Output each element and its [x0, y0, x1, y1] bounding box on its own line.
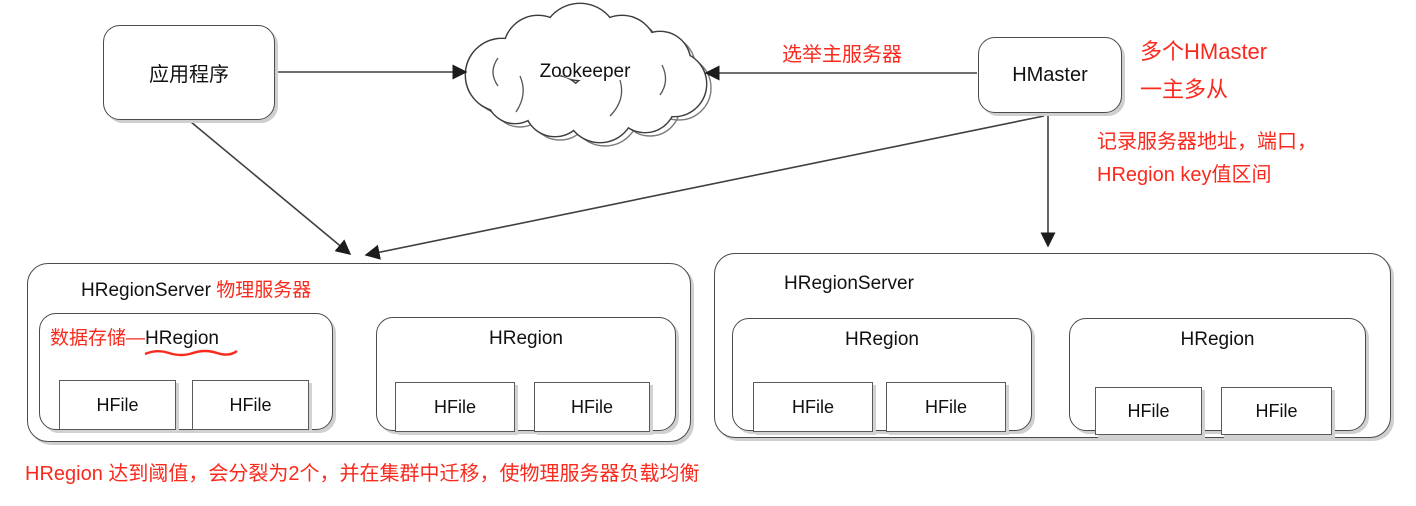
hregion-1-prefix: 数据存储— — [50, 328, 146, 349]
hregionserver-2-label: HRegionServer — [784, 273, 914, 294]
hfile-box: HFile — [534, 382, 650, 432]
hfile-label: HFile — [924, 396, 967, 417]
hfile-box: HFile — [1095, 387, 1202, 435]
hregionserver-2: HRegionServer HRegion HFile HFile HRegio… — [714, 253, 1391, 438]
hfile-box: HFile — [192, 380, 309, 430]
hregion-2: HRegion HFile HFile — [376, 317, 676, 432]
hregion-3-label: HRegion — [845, 329, 919, 350]
hregionserver-1-title: HRegionServer 物理服务器 — [81, 275, 311, 302]
annotation-record-address-port: 记录服务器地址，端口， — [1097, 131, 1317, 153]
hfile-label: HFile — [433, 396, 476, 417]
hregion-2-label: HRegion — [489, 328, 563, 349]
annotation-multi-hmaster: 多个HMaster — [1140, 39, 1268, 64]
arrow-app-to-regionserver1 — [190, 121, 352, 255]
hregion-4: HRegion HFile HFile — [1069, 318, 1366, 435]
hfile-label: HFile — [96, 394, 139, 415]
zookeeper-label: Zookeeper — [539, 61, 631, 82]
hregion-3: HRegion HFile HFile — [732, 318, 1032, 432]
hfile-box: HFile — [395, 382, 515, 432]
hregionserver-1: HRegionServer 物理服务器 数据存储—HRegion HFile H… — [27, 263, 691, 442]
arrows — [190, 64, 1056, 260]
hregion-1-title: 数据存储—HRegion — [50, 323, 219, 350]
annotation-region-split-note: HRegion 达到阈值，会分裂为2个，并在集群中迁移，使物理服务器负载均衡 — [25, 463, 700, 485]
hregionserver-2-title: HRegionServer — [784, 273, 914, 295]
hmaster-label: HMaster — [1012, 63, 1088, 86]
hregion-1-underline — [144, 349, 238, 357]
hfile-label: HFile — [229, 394, 272, 415]
hregionserver-1-note: 物理服务器 — [216, 280, 312, 301]
hfile-label: HFile — [791, 396, 834, 417]
annotation-hregion-key-range: HRegion key值区间 — [1097, 164, 1272, 186]
hfile-label: HFile — [1127, 400, 1170, 421]
hfile-label: HFile — [1255, 400, 1298, 421]
arrow-hmaster-to-regionserver1 — [364, 115, 1045, 260]
annotation-one-master-many-slaves: 一主多从 — [1140, 77, 1229, 102]
hfile-box: HFile — [753, 382, 873, 432]
annotation-elect-master: 选举主服务器 — [782, 44, 902, 66]
hregion-1-label: HRegion — [145, 328, 219, 349]
hregion-4-label: HRegion — [1180, 329, 1255, 350]
hfile-box: HFile — [1221, 387, 1332, 435]
hmaster-node: HMaster — [978, 37, 1122, 113]
hregionserver-1-label: HRegionServer — [81, 280, 211, 301]
hfile-box: HFile — [59, 380, 176, 430]
application-node: 应用程序 — [103, 25, 275, 120]
application-label: 应用程序 — [149, 64, 229, 86]
hregion-1: 数据存储—HRegion HFile HFile — [39, 313, 333, 430]
hfile-label: HFile — [570, 396, 613, 417]
hfile-box: HFile — [886, 382, 1006, 432]
